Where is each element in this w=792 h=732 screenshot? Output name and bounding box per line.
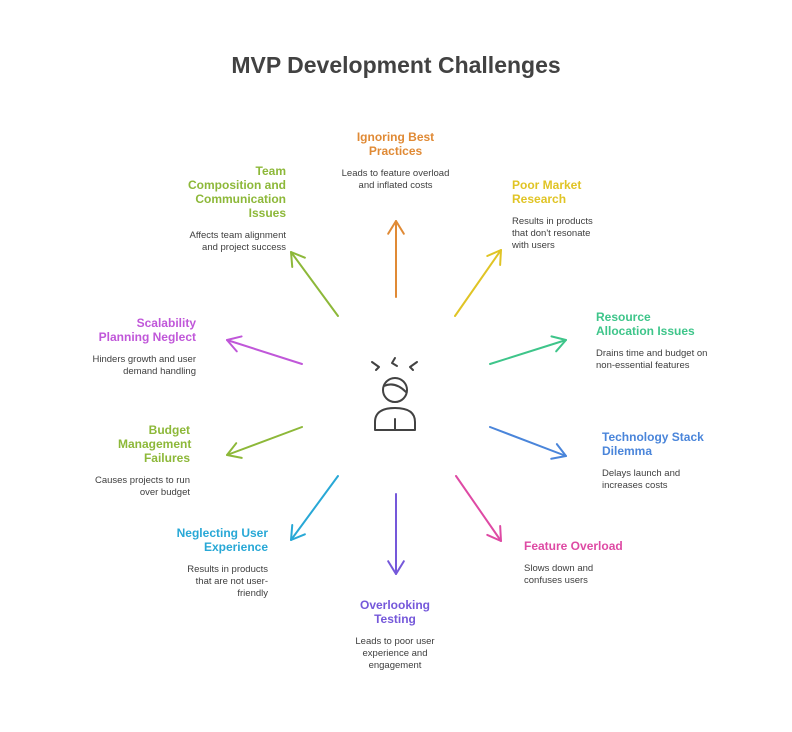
arrow-overlooking-testing [387,493,405,575]
node-desc: Leads to poor user experience and engage… [355,636,435,671]
node-desc: Affects team alignment and project succe… [189,230,286,253]
node-team-composition-communication: Team Composition and Communication Issue… [176,164,286,254]
node-desc: Results in products that don't resonate … [512,216,593,251]
node-desc: Leads to feature overload and inflated c… [341,168,450,191]
node-resource-allocation-issues: Resource Allocation Issues Drains time a… [596,310,708,372]
node-title: Resource Allocation Issues [596,310,695,338]
node-technology-stack-dilemma: Technology Stack Dilemma Delays launch a… [602,430,714,492]
node-feature-overload: Feature Overload Slows down and confuses… [524,539,634,587]
node-title: Feature Overload [524,539,623,553]
arrow-feature-overload [455,475,502,542]
arrow-neglecting-user-experience [290,475,339,541]
node-poor-market-research: Poor Market Research Results in products… [512,178,604,252]
arrow-ignoring-best-practices [387,220,405,298]
arrow-resource-allocation-issues [489,335,567,365]
node-desc: Drains time and budget on non-essential … [596,348,708,371]
page-title: MVP Development Challenges [231,52,561,78]
node-ignoring-best-practices: Ignoring Best Practices Leads to feature… [333,130,458,192]
arrow-technology-stack-dilemma [489,426,567,460]
arrow-team-composition-communication [290,251,339,317]
node-desc: Results in products that are not user-fr… [187,564,268,599]
node-title: Budget Management Failures [118,423,192,465]
node-title: Ignoring Best Practices [356,130,435,158]
node-title: Poor Market Research [512,178,582,206]
stressed-person-icon [371,357,418,431]
node-title: Overlooking Testing [359,598,430,626]
arrow-poor-market-research [454,249,502,317]
node-title: Scalability Planning Neglect [98,316,196,344]
node-title: Technology Stack Dilemma [602,430,704,458]
arrow-scalability-planning-neglect [226,335,303,365]
node-overlooking-testing: Overlooking Testing Leads to poor user e… [345,598,445,672]
node-desc: Causes projects to run over budget [94,475,190,498]
node-neglecting-user-experience: Neglecting User Experience Results in pr… [170,526,268,600]
arrow-budget-management-failures [226,426,303,459]
node-desc: Delays launch and increases costs [602,468,681,491]
node-scalability-planning-neglect: Scalability Planning Neglect Hinders gro… [88,316,197,378]
node-desc: Hinders growth and user demand handling [92,354,197,377]
node-title: Team Composition and Communication Issue… [188,164,286,220]
node-title: Neglecting User Experience [176,526,268,554]
node-budget-management-failures: Budget Management Failures Causes projec… [88,423,192,499]
node-desc: Slows down and confuses users [524,563,594,586]
